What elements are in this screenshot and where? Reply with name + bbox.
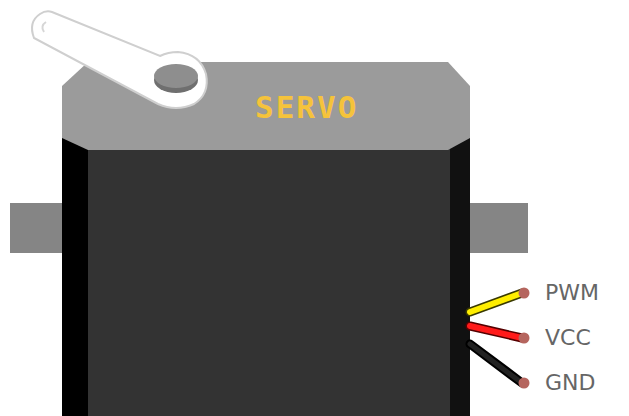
pin-name: GND: [545, 372, 595, 394]
brand-text: SERVO: [255, 92, 358, 123]
pin-name: VCC: [545, 327, 591, 349]
housing-side: [62, 138, 90, 416]
wire-terminal: [519, 288, 530, 389]
mounting-tab: [10, 203, 62, 253]
pin-name: PWM: [545, 282, 599, 304]
servo-body: [88, 148, 450, 416]
housing-side: [448, 138, 470, 416]
servo-horn: [32, 11, 207, 108]
mounting-tab: [470, 203, 528, 253]
servo-wires: [470, 293, 522, 383]
